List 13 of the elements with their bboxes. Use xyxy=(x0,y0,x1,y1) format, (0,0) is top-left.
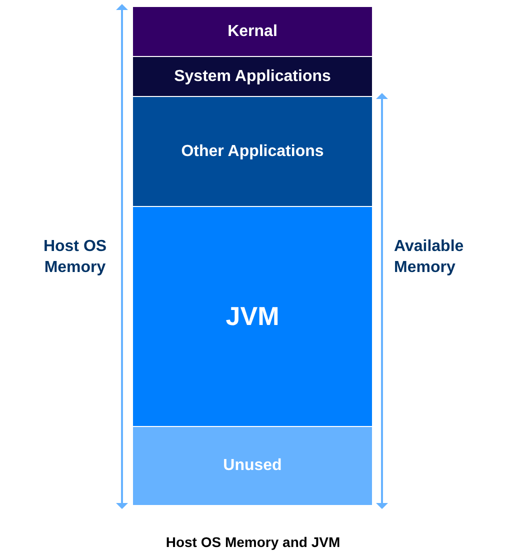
memory-block xyxy=(133,97,372,206)
block-label: Unused xyxy=(223,457,282,475)
block-label: Kernal xyxy=(228,22,278,40)
block-label: System Applications xyxy=(174,68,331,86)
memory-block xyxy=(133,7,372,56)
block-label: Other Applications xyxy=(181,142,324,160)
memory-block xyxy=(133,427,372,505)
block-label: JVM xyxy=(226,301,280,332)
memory-block xyxy=(133,57,372,96)
dimension-label: Host OS Memory xyxy=(42,237,108,278)
caption: Host OS Memory and JVM xyxy=(164,534,342,550)
dimension-label: Available Memory xyxy=(394,237,465,278)
memory-block xyxy=(133,207,372,426)
